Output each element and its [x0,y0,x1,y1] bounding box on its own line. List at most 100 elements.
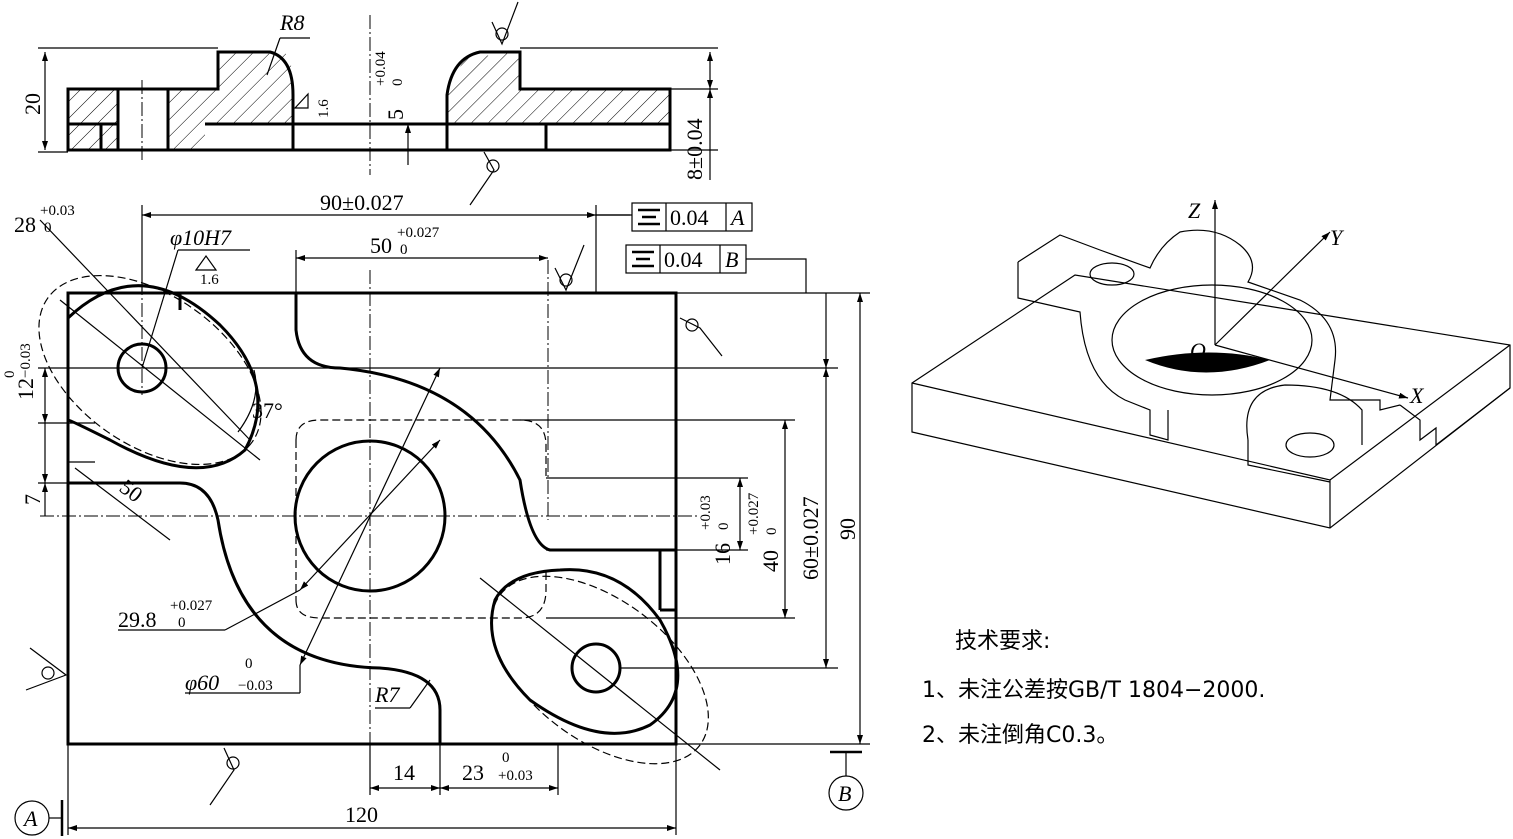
dim-28-leader [39,219,251,441]
label-12-low: −0.03 [18,343,34,378]
iso-ear-right-side [1247,440,1331,483]
iso-raised-side [1017,262,1169,441]
machining-circle-plan-right [685,318,699,332]
tol-frame-2-value: 0.04 [664,247,703,272]
notes-line-1: 1、未注公差按GB/T 1804−2000. [922,678,1266,703]
tol-frame-2-leader [746,258,807,293]
label-20: 20 [20,93,45,115]
label-7: 7 [20,494,45,505]
dim-50-diag [74,467,171,541]
label-40: 40 [758,550,783,572]
label-r8: R8 [279,10,304,35]
machining-symbol-sec-bot [469,151,495,206]
r8-leader [266,37,281,76]
machining-symbol-plan-left [25,647,68,691]
label-90v: 90 [835,518,860,540]
label-60: 60±0.027 [798,496,823,580]
label-hole-roughness: 1.6 [200,272,219,288]
notes-title: 技术要求: [955,629,1051,654]
label-28: 28 [14,212,36,237]
label-120: 120 [345,802,378,827]
label-phi60-low: −0.03 [238,678,273,694]
plan-slot-lower [68,481,442,744]
machining-circle-plan-bottom [226,756,240,770]
tol-frame-1-value: 0.04 [670,205,709,230]
label-16-low: 0 [716,523,732,531]
label-12-up: 0 [2,371,18,379]
label-bore: 29.8 [118,607,157,632]
label-phi60-up: 0 [245,656,253,672]
label-37: 37° [252,398,283,423]
label-bore-low: 0 [178,615,186,631]
plan-hidden-ellipse-left [38,274,262,466]
iso-bore-bottom-fill [1145,352,1270,373]
label-28-up: +0.03 [40,203,75,219]
dim-phi60 [299,367,441,666]
label-5-up: +0.04 [373,51,389,86]
plan-ear-axis-left [59,299,261,461]
machining-symbol-plan-bottom [209,747,235,806]
tol-frame-1 [631,202,753,232]
iso-notch [1399,387,1511,447]
label-hole: φ10H7 [170,225,232,250]
machining-symbol-top [491,1,519,46]
label-50-up: +0.027 [397,225,440,241]
section-hatch-right [447,52,670,124]
iso-bore-top [1111,284,1313,396]
machining-circle-top [495,27,509,41]
r7-leader [409,679,431,709]
iso-axis-x [1214,344,1409,399]
label-16: 16 [710,543,735,565]
plan-view: 90±0.027 50 +0.027 0 28 +0.03 0 φ10H7 1.… [2,190,870,836]
plan-ear-right [490,568,680,735]
hole-leader [141,249,179,369]
section-outline [66,50,672,152]
bore-leader [224,589,301,631]
iso-label-z: Z [1188,198,1201,223]
label-phi60: φ60 [185,670,219,695]
label-23: 23 [462,760,484,785]
label-16-up: +0.03 [698,495,714,530]
iso-hole-right [1285,432,1335,458]
hole-roughness-symbol [194,254,218,271]
datum-a-label: A [22,806,38,831]
plan-ear-axis-right [479,577,721,771]
label-28-low: 0 [44,220,52,236]
iso-label-o: O [1190,338,1206,363]
label-23-low: +0.03 [498,768,533,784]
label-5: 5 [383,109,408,120]
label-23-up: 0 [502,750,510,766]
label-14: 14 [393,760,415,785]
label-sec-roughness: 1.6 [316,99,332,118]
iso-ear-right [1246,384,1363,445]
label-40-up: +0.027 [746,492,762,535]
label-50-low: 0 [400,242,408,258]
machining-circle-plan-left [41,666,55,680]
label-bore-up: +0.027 [170,598,213,614]
label-r7: R7 [374,682,400,707]
plan-slot-upper [294,293,676,552]
tol-frame-1-datum: A [729,205,745,230]
tol-frame-2-datum: B [725,247,738,272]
iso-label-x: X [1409,383,1425,408]
plan-outline [66,291,678,746]
label-50: 50 [370,233,392,258]
iso-axis-y [1214,231,1331,346]
label-12: 12 [13,378,38,400]
label-40-low: 0 [764,528,780,536]
section-view: 20 8±0.04 5 +0.04 0 R8 1.6 [20,1,718,206]
iso-view: Z Y X O [911,198,1511,529]
label-90: 90±0.027 [320,190,404,215]
iso-label-y: Y [1330,225,1345,250]
plan-hidden-ellipse-right [491,575,709,765]
datum-b-label: B [838,781,851,806]
label-5-low: 0 [390,79,406,87]
dim-37-arc [237,369,257,433]
machining-circle-sec-bot [486,159,500,173]
section-hatch-mid [168,52,293,150]
plan-hidden-bottom [295,570,547,619]
roughness-symbol-sec [293,92,309,109]
label-8: 8±0.04 [682,118,707,180]
machining-circle-plan-top [559,273,573,287]
